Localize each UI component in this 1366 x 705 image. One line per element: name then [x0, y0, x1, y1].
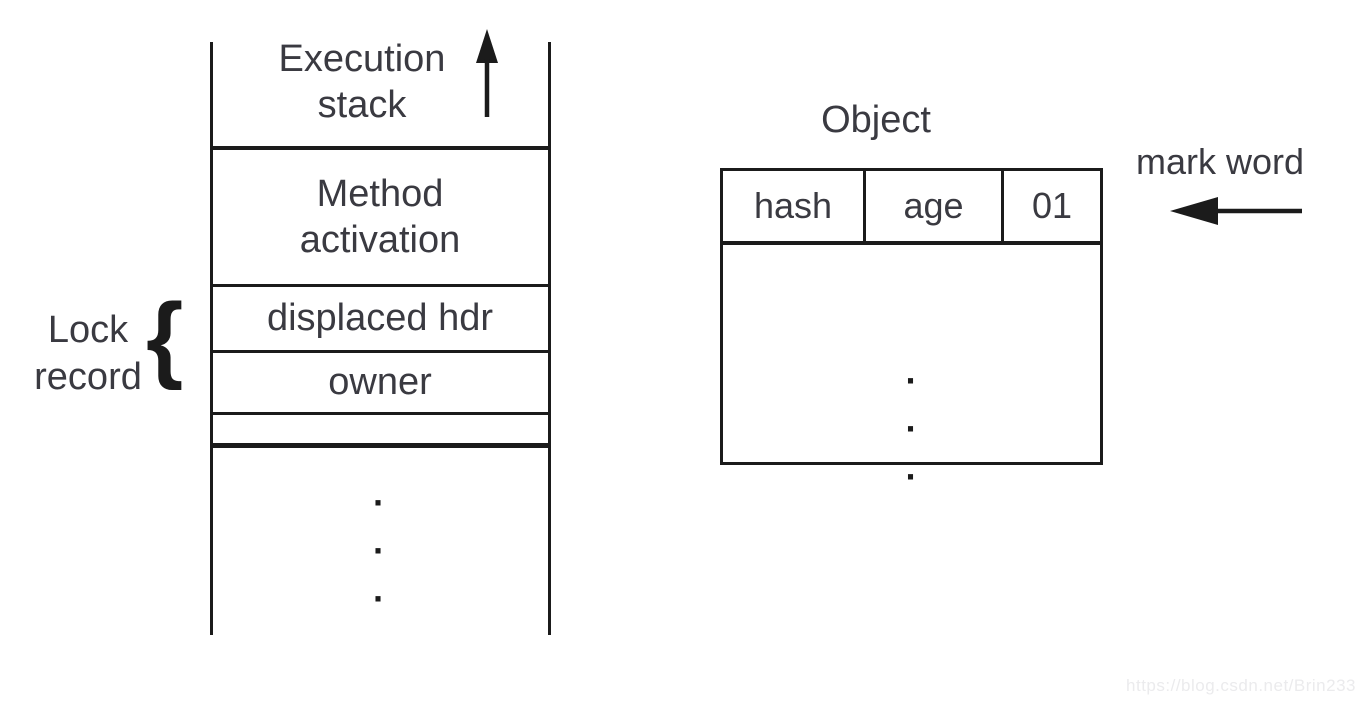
mark-word-row: hash age 01	[723, 171, 1100, 245]
age-field: age	[866, 171, 1004, 241]
lock-record-label-line1: Lock	[47, 309, 129, 351]
ellipsis-dot: ·	[373, 530, 385, 571]
curly-brace-icon: {	[146, 284, 184, 391]
lock-record-label-line2: record	[34, 356, 142, 398]
lock-record-label: Lock record	[0, 307, 188, 401]
execution-stack-title-line1: Execution	[278, 38, 446, 80]
ellipsis-dot: ·	[905, 456, 918, 497]
method-activation-cell: Method activation	[211, 171, 549, 263]
ellipsis-dot: ·	[373, 578, 385, 619]
watermark-url: https://blog.csdn.net/Brin233	[1126, 676, 1356, 695]
stack-vertical-ellipsis: · · ·	[210, 479, 548, 623]
owner-cell: owner	[328, 361, 432, 403]
mark-word-label: mark word	[1136, 141, 1305, 182]
object-vertical-ellipsis: · · ·	[723, 357, 1100, 501]
ellipsis-dot: ·	[905, 360, 918, 401]
stack-divider-thin-3	[210, 412, 551, 415]
stack-divider-thick-top	[210, 146, 551, 150]
mark-word-left-arrow-icon	[1170, 197, 1302, 225]
object-body: · · ·	[723, 245, 1100, 497]
stack-divider-thin-2	[210, 350, 551, 353]
hash-field: hash	[723, 171, 866, 241]
execution-stack-title: Execution stack	[213, 36, 511, 128]
method-activation-line1: Method	[316, 173, 444, 215]
method-activation-line2: activation	[299, 219, 461, 261]
stack-divider-thin-1	[210, 284, 551, 287]
stack-divider-thick-bottom	[210, 443, 551, 448]
lock-bits-field: 01	[1031, 185, 1073, 226]
ellipsis-dot: ·	[373, 482, 385, 523]
stack-growth-up-arrow-icon	[476, 29, 498, 117]
ellipsis-dot: ·	[905, 408, 918, 449]
stack-left-wall	[210, 42, 213, 635]
object-title: Object	[821, 99, 931, 141]
execution-stack-title-line2: stack	[317, 84, 407, 126]
object-box: hash age 01 · · ·	[720, 168, 1103, 497]
displaced-hdr-cell: displaced hdr	[266, 297, 494, 339]
stack-right-wall	[548, 42, 551, 635]
